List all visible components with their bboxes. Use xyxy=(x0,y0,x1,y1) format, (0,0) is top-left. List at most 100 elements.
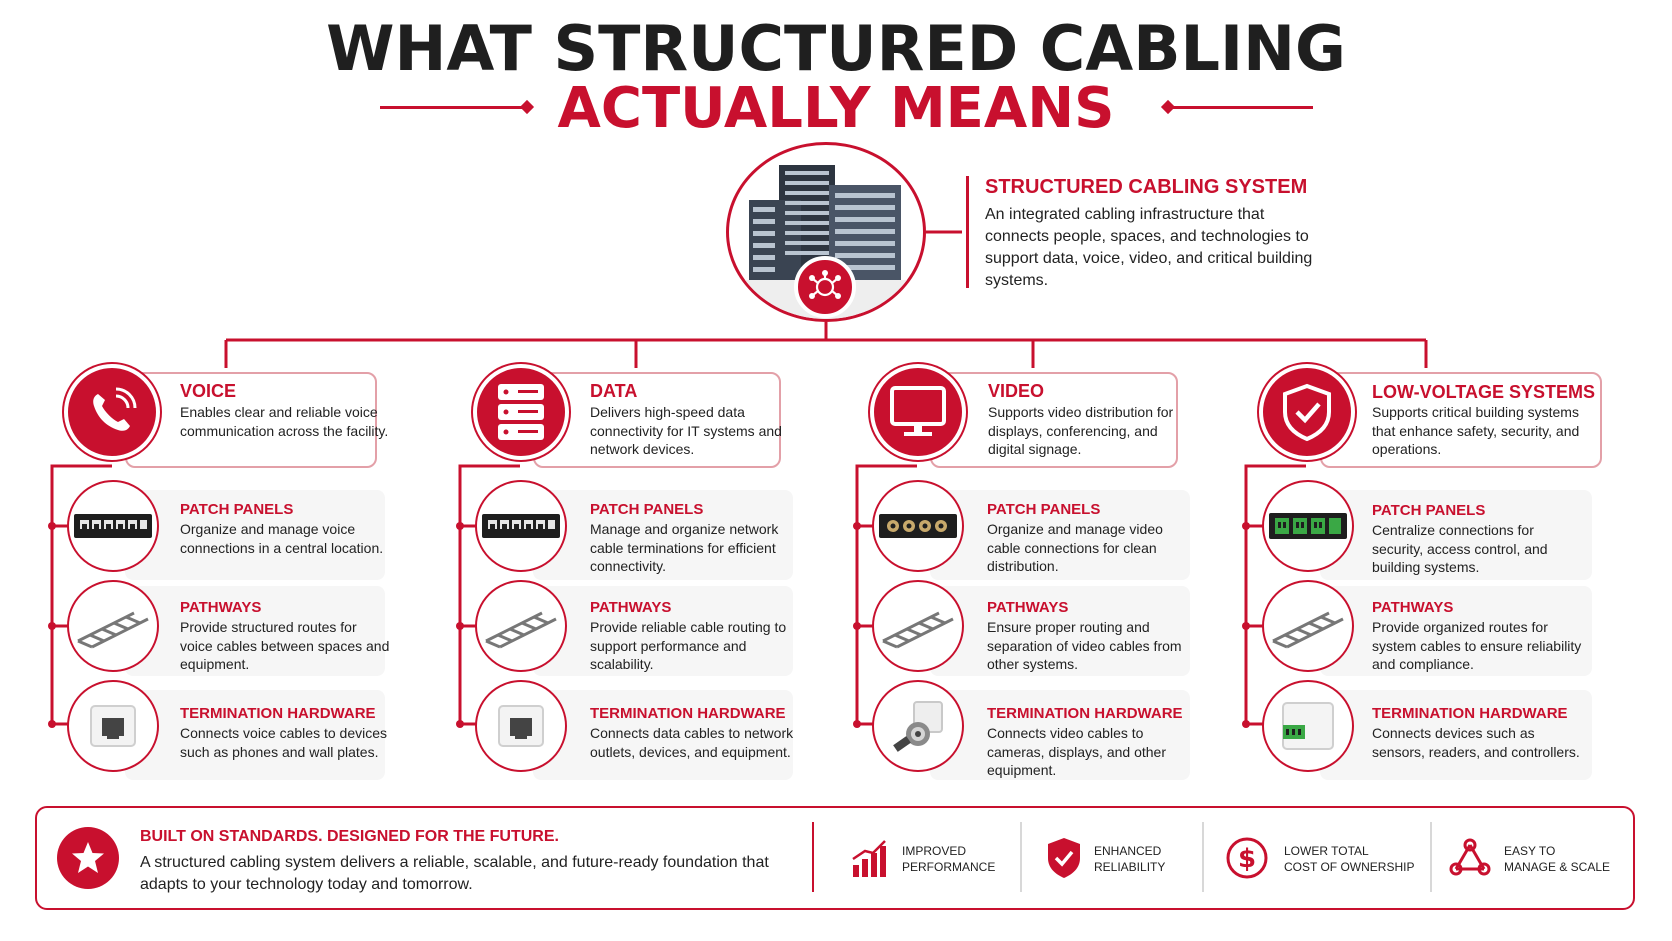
item-description-data-patch-panels: Manage and organize network cable termin… xyxy=(590,521,779,574)
patch-panel-icon xyxy=(482,514,560,538)
benefit-scale-label: EASY TO MANAGE & SCALE xyxy=(1504,843,1624,875)
svg-text:$: $ xyxy=(1238,844,1256,874)
network-icon xyxy=(1449,838,1491,876)
server-icon xyxy=(498,384,544,440)
footer-divider xyxy=(812,822,814,892)
item-title-data-patch-panels: PATCH PANELS xyxy=(590,501,704,518)
item-title-video-pathways: PATHWAYS xyxy=(987,599,1069,616)
cable-tray-icon xyxy=(485,611,557,649)
cable-tray-icon xyxy=(882,611,954,649)
benefit-scale-icon xyxy=(1448,836,1492,880)
cable-tray-icon xyxy=(77,611,149,649)
category-card-voice xyxy=(125,372,377,468)
item-badge-data-pathways xyxy=(475,580,567,672)
network-badge xyxy=(794,256,856,318)
shield-check-icon xyxy=(1048,838,1080,878)
item-title-voice-patch-panels: PATCH PANELS xyxy=(180,501,294,518)
category-title-low-voltage: LOW-VOLTAGE SYSTEMS xyxy=(1372,382,1595,402)
benefit-reliability-icon xyxy=(1042,836,1086,880)
item-description-low-voltage-pathways: Provide organized routes for system cabl… xyxy=(1372,619,1582,672)
item-description-data-pathways: Provide reliable cable routing to suppor… xyxy=(590,619,787,672)
item-badge-video-pathways xyxy=(872,580,964,672)
footer-title: BUILT ON STANDARDS. DESIGNED FOR THE FUT… xyxy=(140,828,559,845)
item-badge-data-termination xyxy=(475,680,567,772)
keystone-jack-icon xyxy=(90,705,136,747)
benefit-reliability-line2: RELIABILITY xyxy=(1094,860,1166,874)
item-title-low-voltage-patch-panels: PATCH PANELS xyxy=(1372,502,1486,519)
system-accent-bar xyxy=(966,176,969,288)
benefit-cost-icon: $ xyxy=(1225,836,1269,880)
benefit-scale-line1: EASY TO xyxy=(1504,844,1556,858)
item-description-video-patch-panels: Organize and manage video cable connecti… xyxy=(987,521,1163,574)
category-badge-low-voltage xyxy=(1259,364,1355,460)
monitor-icon xyxy=(890,386,946,436)
keystone-jack-icon xyxy=(498,705,544,747)
item-card-data-patch-panels xyxy=(533,490,793,580)
item-card-low-voltage-patch-panels xyxy=(1320,490,1592,580)
benefit-performance-line1: IMPROVED xyxy=(902,844,967,858)
item-card-voice-termination xyxy=(125,690,385,780)
benefit-separator xyxy=(1020,822,1022,892)
dollar-icon: $ xyxy=(1226,837,1268,879)
item-description-video-pathways: Ensure proper routing and separation of … xyxy=(987,619,1182,672)
category-title-video: VIDEO xyxy=(988,381,1045,401)
benefit-performance-label: IMPROVED PERFORMANCE xyxy=(902,843,1042,875)
benefit-performance-icon xyxy=(848,836,892,880)
item-title-low-voltage-pathways: PATHWAYS xyxy=(1372,599,1454,616)
footer-star-badge xyxy=(57,827,119,889)
category-badge-voice xyxy=(64,364,160,460)
category-badge-data xyxy=(473,364,569,460)
footer-description: A structured cabling system delivers a r… xyxy=(140,854,769,893)
item-title-data-termination: TERMINATION HARDWARE xyxy=(590,705,786,722)
item-card-video-patch-panels xyxy=(930,490,1190,580)
phone-icon xyxy=(93,387,137,431)
page-subtitle: ACTUALLY MEANS xyxy=(557,76,1115,141)
item-description-voice-patch-panels: Organize and manage voice connections in… xyxy=(180,521,384,556)
item-description-voice-pathways: Provide structured routes for voice cabl… xyxy=(180,619,390,672)
star-icon xyxy=(72,842,104,873)
benefit-separator xyxy=(1202,822,1204,892)
item-title-voice-pathways: PATHWAYS xyxy=(180,599,262,616)
benefit-cost-line2: COST OF OWNERSHIP xyxy=(1284,860,1415,874)
item-title-voice-termination: TERMINATION HARDWARE xyxy=(180,705,376,722)
category-description-low-voltage: Supports critical building systems that … xyxy=(1372,404,1580,457)
benefit-reliability-line1: ENHANCED xyxy=(1094,844,1162,858)
item-card-voice-pathways xyxy=(125,586,385,676)
category-card-data xyxy=(533,372,781,468)
footer-banner xyxy=(35,806,1635,910)
shield-check-icon xyxy=(1283,383,1331,442)
item-card-voice-patch-panels xyxy=(125,490,385,580)
item-card-video-termination xyxy=(930,690,1190,780)
item-badge-data-patch-panels xyxy=(475,480,567,572)
system-title: STRUCTURED CABLING SYSTEM xyxy=(985,176,1308,198)
item-description-video-termination: Connects video cables to cameras, displa… xyxy=(987,725,1166,778)
patch-panel-icon xyxy=(74,514,152,538)
item-badge-voice-patch-panels xyxy=(67,480,159,572)
item-badge-voice-pathways xyxy=(67,580,159,672)
item-card-low-voltage-pathways xyxy=(1320,586,1592,676)
item-card-low-voltage-termination xyxy=(1320,690,1592,780)
bnc-patch-panel-icon xyxy=(879,514,957,538)
item-badge-video-termination xyxy=(872,680,964,772)
benefit-separator xyxy=(1430,822,1432,892)
junction-box-icon xyxy=(1282,702,1334,750)
benefit-scale-line2: MANAGE & SCALE xyxy=(1504,860,1611,874)
item-badge-low-voltage-termination xyxy=(1262,680,1354,772)
benefit-reliability-label: ENHANCED RELIABILITY xyxy=(1094,843,1234,875)
item-badge-voice-termination xyxy=(67,680,159,772)
category-title-voice: VOICE xyxy=(180,381,237,401)
item-badge-low-voltage-patch-panels xyxy=(1262,480,1354,572)
page-title: WHAT STRUCTURED CABLING xyxy=(326,12,1346,85)
benefit-cost-label: LOWER TOTAL COST OF OWNERSHIP xyxy=(1284,843,1434,875)
terminal-block-panel-icon xyxy=(1269,513,1347,539)
title-decoration-right xyxy=(1168,106,1313,109)
bnc-connector-icon xyxy=(893,701,943,752)
item-card-video-pathways xyxy=(930,586,1190,676)
item-card-data-pathways xyxy=(533,586,793,676)
benefit-cost-line1: LOWER TOTAL xyxy=(1284,844,1369,858)
category-description-video: Supports video distribution for displays… xyxy=(988,404,1174,457)
item-description-data-termination: Connects data cables to network outlets,… xyxy=(590,725,794,760)
item-card-data-termination xyxy=(533,690,793,780)
item-title-low-voltage-termination: TERMINATION HARDWARE xyxy=(1372,705,1568,722)
